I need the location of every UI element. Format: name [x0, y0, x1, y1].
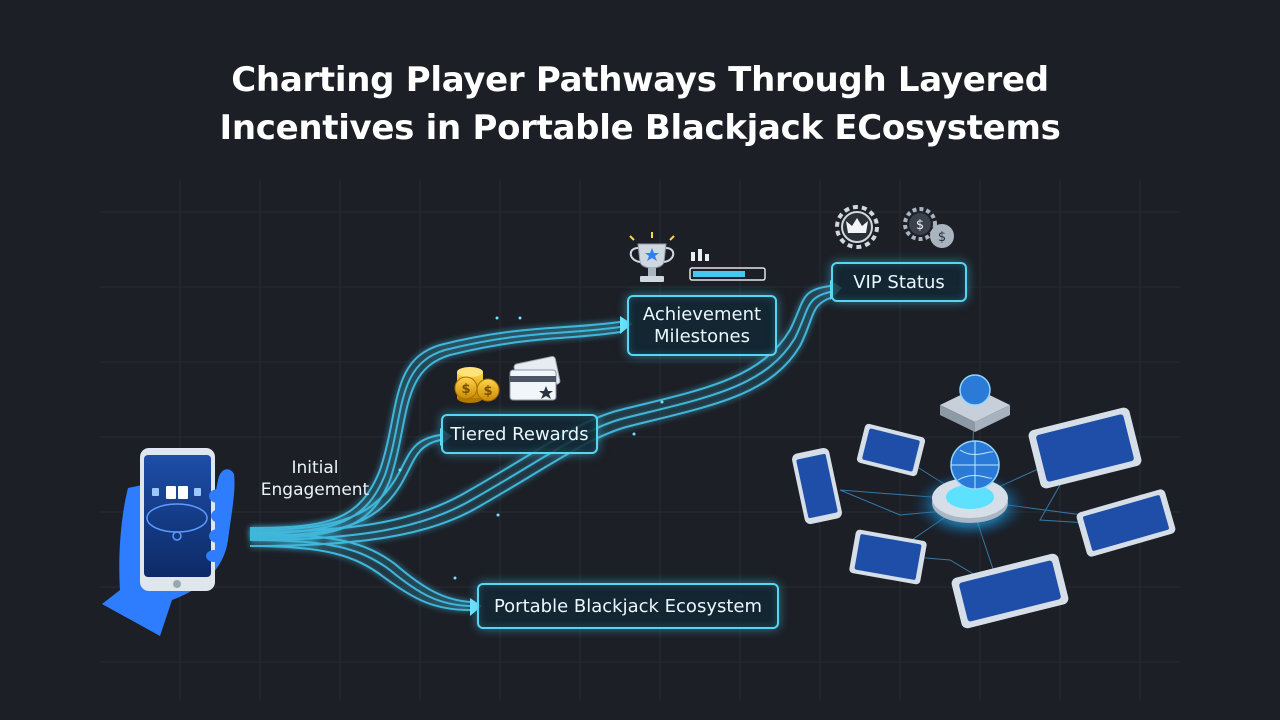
flow-lines	[249, 285, 831, 611]
vip-status-node: VIP Status	[831, 262, 967, 302]
globe-network-icon	[792, 374, 1176, 629]
money-gear-icon: $ $	[903, 207, 954, 248]
page-title: Charting Player Pathways Through Layered…	[140, 56, 1140, 152]
trophy-icon	[629, 232, 675, 282]
initial-engagement-line-1: Initial	[291, 458, 339, 478]
achievement-label-line-1: Achievement	[642, 303, 762, 325]
hand-holding-phone-icon	[102, 448, 235, 636]
vip-status-label: VIP Status	[853, 271, 945, 293]
achievement-label-line-2: Milestones	[654, 325, 750, 347]
tiered-rewards-node: Tiered Rewards	[441, 414, 598, 454]
flow-sparkles	[398, 316, 664, 580]
portable-blackjack-ecosystem-node: Portable Blackjack Ecosystem	[477, 583, 779, 629]
ecosystem-label: Portable Blackjack Ecosystem	[493, 595, 763, 617]
initial-engagement-label: Initial Engagement	[250, 457, 380, 501]
svg-text:$: $	[461, 382, 470, 397]
svg-text:$: $	[483, 384, 492, 399]
tiered-rewards-label: Tiered Rewards	[450, 423, 589, 445]
initial-engagement-line-2: Engagement	[260, 480, 370, 500]
svg-text:$: $	[916, 218, 924, 233]
title-line-1: Charting Player Pathways Through Layered	[231, 60, 1049, 100]
coin-stack-icon: $ $	[454, 367, 500, 403]
reward-card-icon	[509, 355, 561, 401]
crown-gear-icon	[835, 205, 879, 249]
achievement-milestones-node: Achievement Milestones	[627, 295, 777, 356]
progress-bar-icon	[689, 249, 766, 281]
title-line-2: Incentives in Portable Blackjack ECosyst…	[219, 108, 1061, 148]
svg-text:$: $	[938, 230, 946, 245]
